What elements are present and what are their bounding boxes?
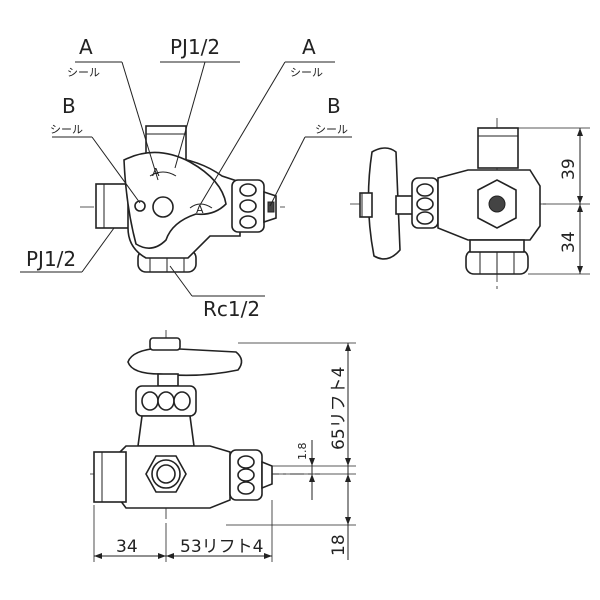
top-view: A A [80, 125, 285, 273]
label-b-right-seal: シール [315, 123, 348, 136]
side-view [350, 118, 590, 290]
label-a-right: A [302, 35, 316, 59]
dim-front-left: 34 [116, 537, 138, 557]
label-a-left-seal: シール [67, 66, 100, 79]
label-b-left: B [62, 94, 76, 118]
label-a-left: A [79, 35, 93, 59]
label-pj-top: PJ1/2 [170, 35, 220, 59]
dim-front-offset: 18 [329, 534, 349, 556]
dim-front-right: 53リフト4 [180, 537, 263, 557]
svg-text:A: A [196, 203, 204, 216]
label-b-right: B [327, 94, 341, 118]
front-view [90, 330, 356, 562]
label-a-right-seal: シール [290, 66, 323, 79]
top-view-leaders [20, 61, 352, 297]
label-pj-left: PJ1/2 [26, 247, 76, 271]
label-b-left-seal: シール [50, 123, 83, 136]
label-rc: Rc1/2 [203, 297, 260, 321]
dim-front-height: 65リフト4 [329, 367, 349, 450]
dim-side-top: 39 [559, 158, 579, 180]
dim-side-bottom: 34 [559, 231, 579, 253]
dim-front-gap: 1.8 [296, 443, 309, 461]
